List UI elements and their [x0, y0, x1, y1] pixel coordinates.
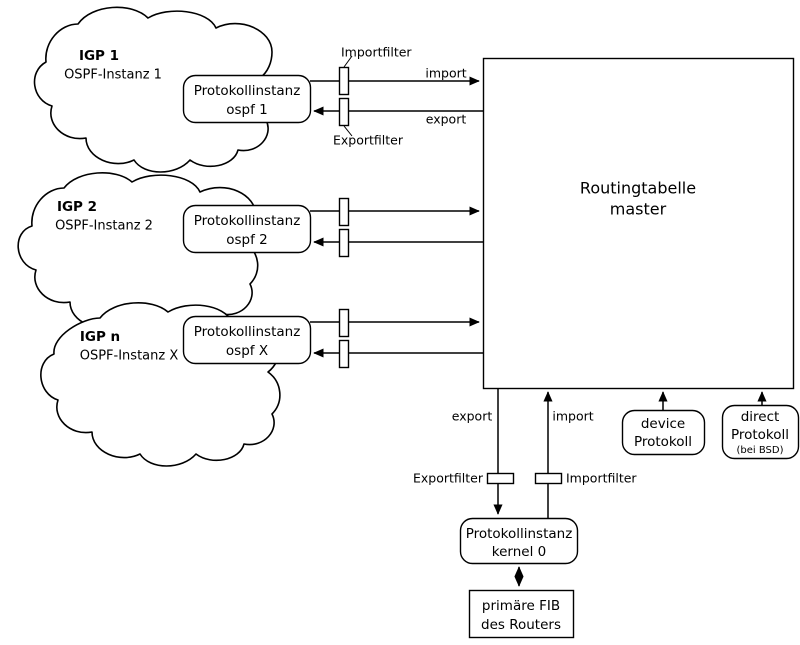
primary-fib-box[interactable]: primäre FIB des Routers	[468, 589, 575, 639]
label-exportfilter-kernel: Exportfilter	[413, 471, 484, 486]
importfilter-ospf1[interactable]	[338, 66, 350, 96]
kernel0-label-line1: Protokollinstanz	[466, 526, 573, 542]
direct-protocol-line3: (bei BSD)	[737, 445, 784, 456]
direct-protocol-line2: Protokoll	[731, 427, 789, 443]
protocol-instance-ospf1[interactable]: Protokollinstanz ospf 1	[182, 74, 312, 124]
label-exportfilter-top: Exportfilter	[333, 133, 404, 148]
ospf2-label-line1: Protokollinstanz	[194, 213, 301, 229]
routing-table-title-line2: master	[610, 200, 667, 219]
label-export-top: export	[426, 112, 467, 127]
fib-label-line2: des Routers	[481, 617, 561, 633]
cloud-igp1-title: IGP 1	[79, 48, 119, 64]
cloud-igpn-subtitle: OSPF-Instanz X	[80, 349, 179, 364]
ospfx-label-line2: ospf X	[226, 343, 268, 359]
importfilter-kernel[interactable]	[534, 472, 563, 485]
protocol-instance-ospf2[interactable]: Protokollinstanz ospf 2	[182, 204, 312, 254]
ospf1-label-line2: ospf 1	[226, 102, 268, 118]
cloud-igpn-title: IGP n	[80, 329, 120, 345]
exportfilter-ospf1[interactable]	[338, 97, 350, 127]
device-protocol-line2: Protokoll	[634, 434, 692, 450]
protocol-instance-ospfx[interactable]: Protokollinstanz ospf X	[182, 315, 312, 365]
label-import-kernel: import	[552, 409, 593, 424]
label-importfilter-top: Importfilter	[341, 45, 412, 60]
routing-table-title-line1: Routingtabelle	[580, 179, 696, 198]
label-importfilter-kernel: Importfilter	[566, 471, 637, 486]
fib-label-line1: primäre FIB	[482, 598, 560, 614]
leader-importfilter-ospf1	[343, 55, 353, 68]
cloud-igp1-subtitle: OSPF-Instanz 1	[64, 68, 162, 83]
ospf2-label-line2: ospf 2	[226, 232, 268, 248]
leader-exportfilter-ospf1	[343, 125, 353, 137]
label-import-top: import	[425, 66, 466, 81]
direct-protocol-line1: direct	[741, 409, 780, 425]
label-export-kernel: export	[452, 409, 493, 424]
protocol-instance-kernel0[interactable]: Protokollinstanz kernel 0	[459, 517, 579, 565]
cloud-igp2-title: IGP 2	[57, 199, 97, 215]
cloud-igp2-subtitle: OSPF-Instanz 2	[55, 219, 153, 234]
ospfx-label-line1: Protokollinstanz	[194, 324, 301, 340]
importfilter-ospfx[interactable]	[338, 308, 350, 338]
exportfilter-ospf2[interactable]	[338, 228, 350, 258]
device-protocol-line1: device	[641, 416, 685, 432]
direct-protocol-box[interactable]: direct Protokoll (bei BSD)	[721, 404, 800, 460]
importfilter-ospf2[interactable]	[338, 197, 350, 227]
ospf1-label-line1: Protokollinstanz	[194, 83, 301, 99]
exportfilter-ospfx[interactable]	[338, 339, 350, 369]
cloud-igp1: IGP 1 OSPF-Instanz 1	[33, 6, 275, 173]
device-protocol-box[interactable]: device Protokoll	[621, 409, 706, 456]
routing-table-master[interactable]: Routingtabelle master	[482, 57, 795, 390]
exportfilter-kernel[interactable]	[486, 472, 515, 485]
kernel0-label-line2: kernel 0	[492, 544, 546, 560]
